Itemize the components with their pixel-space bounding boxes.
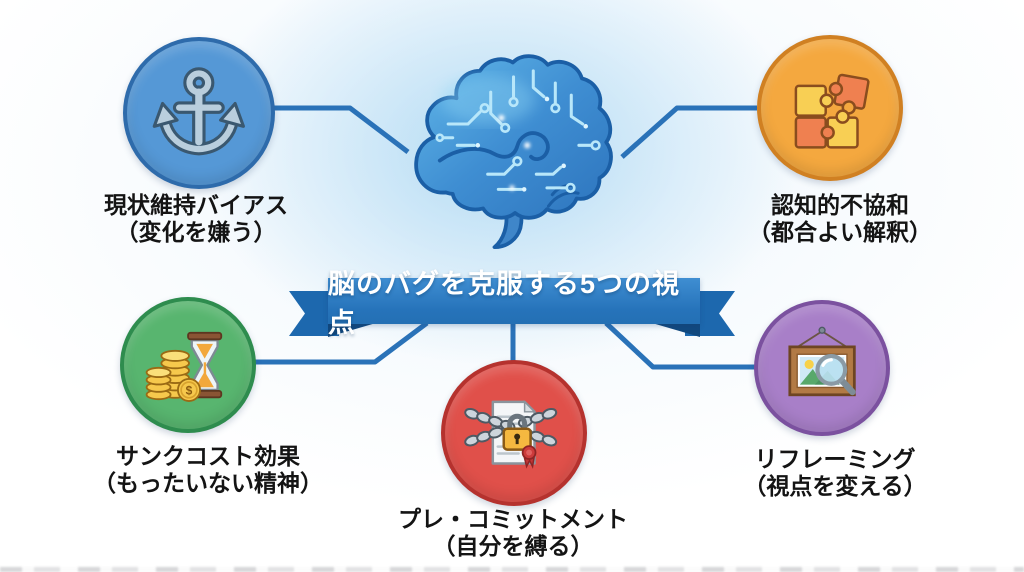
node-label: 認知的不協和 (771, 192, 909, 218)
chained-locked-document-icon (464, 400, 558, 470)
node-sublabel: （視点を変える） (743, 473, 927, 499)
node-label-sunk-cost: サンクコスト効果 （もったいない精神） (48, 443, 368, 497)
node-sublabel: （もったいない精神） (93, 470, 323, 496)
node-label: プレ・コミットメント (398, 506, 628, 532)
node-sublabel: （自分を縛る） (432, 533, 594, 559)
node-label: 現状維持バイアス (104, 192, 288, 218)
node-circle-pre-commitment (441, 360, 587, 506)
bottom-edge-artifact (0, 567, 1024, 572)
node-circle-reframing (754, 300, 890, 436)
node-sublabel: （変化を嫌う） (115, 219, 277, 245)
node-circle-sunk-cost: $ (120, 297, 256, 433)
node-label: サンクコスト効果 (116, 443, 300, 469)
node-label-status-quo-bias: 現状維持バイアス （変化を嫌う） (36, 192, 356, 246)
node-label-pre-commitment: プレ・コミットメント （自分を縛る） (353, 506, 673, 560)
picture-frame-magnifier-icon (788, 326, 856, 397)
banner-title: 脳のバグを克服する5つの視点 (328, 269, 681, 338)
dollar-symbol: $ (186, 383, 193, 397)
node-label-cognitive-dissonance: 認知的不協和 （都合よい解釈） (680, 192, 1000, 246)
node-circle-cognitive-dissonance (757, 35, 903, 181)
coins-hourglass-icon: $ (145, 331, 223, 402)
circuit-brain-icon (398, 48, 626, 270)
node-label: リフレーミング (754, 446, 916, 472)
puzzle-pieces-icon (794, 74, 870, 149)
node-sublabel: （都合よい解釈） (748, 219, 932, 245)
anchor-icon (152, 67, 246, 156)
node-circle-status-quo-bias (123, 37, 275, 189)
title-banner: 脳のバグを克服する5つの視点 (328, 269, 700, 338)
node-label-reframing: リフレーミング （視点を変える） (675, 446, 995, 500)
